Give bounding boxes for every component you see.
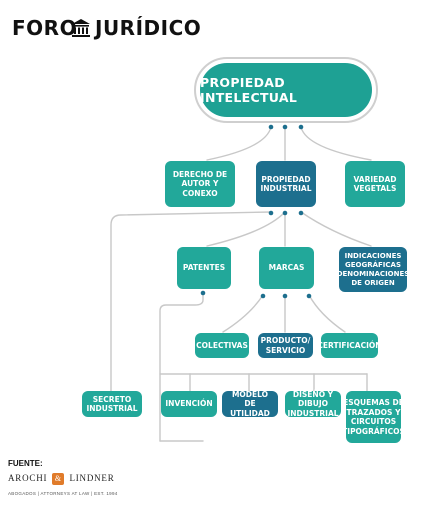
firm-name-right: LINDNER <box>69 473 115 483</box>
node-diseno-dibujo: DISEÑO Y DIBUJO INDUSTRIAL <box>285 390 341 418</box>
firm-tagline: ABOGADOS | ATTORNEYS AT LAW | EST. 1994 <box>8 491 118 496</box>
ampersand-badge: & <box>52 473 65 485</box>
node-derecho-autor: DERECHO DE AUTOR Y CONEXO <box>165 161 235 207</box>
node-colectivas: COLECTIVAS <box>195 333 249 358</box>
node-patentes: PATENTES <box>177 247 231 289</box>
node-esquemas: ESQUEMAS DE TRAZADOS Y CIRCUITOS TIPOGRÁ… <box>342 391 405 443</box>
node-propiedad-industrial: PROPIEDAD INDUSTRIAL <box>256 161 316 207</box>
node-marcas: MARCAS <box>259 247 314 289</box>
firm-logo: AROCHI & LINDNER <box>8 473 115 485</box>
firm-name-left: AROCHI <box>8 473 48 483</box>
node-variedad-vegetals: VARIEDAD VEGETALS <box>345 161 405 207</box>
courthouse-icon <box>71 18 91 43</box>
logo-text-juridico: JURÍDICO <box>95 16 202 40</box>
node-certificacion: CERTIFICACIÓN <box>317 333 382 358</box>
node-producto-servicio: PRODUCTO/ SERVICIO <box>258 333 313 358</box>
root-node-propiedad-intelectual: PROPIEDAD INTELECTUAL <box>200 63 372 117</box>
node-indicaciones: INDICACIONES GEOGRÁFICAS DENOMINACIONES … <box>337 247 409 292</box>
node-secreto-industrial: SECRETO INDUSTRIAL <box>82 391 142 417</box>
node-invencion: INVENCIÓN <box>161 391 217 417</box>
logo-text-foro: FORO <box>12 16 78 40</box>
node-modelo-utilidad: MODELO DE UTILIDAD <box>222 390 278 418</box>
source-label: FUENTE: <box>8 459 43 468</box>
